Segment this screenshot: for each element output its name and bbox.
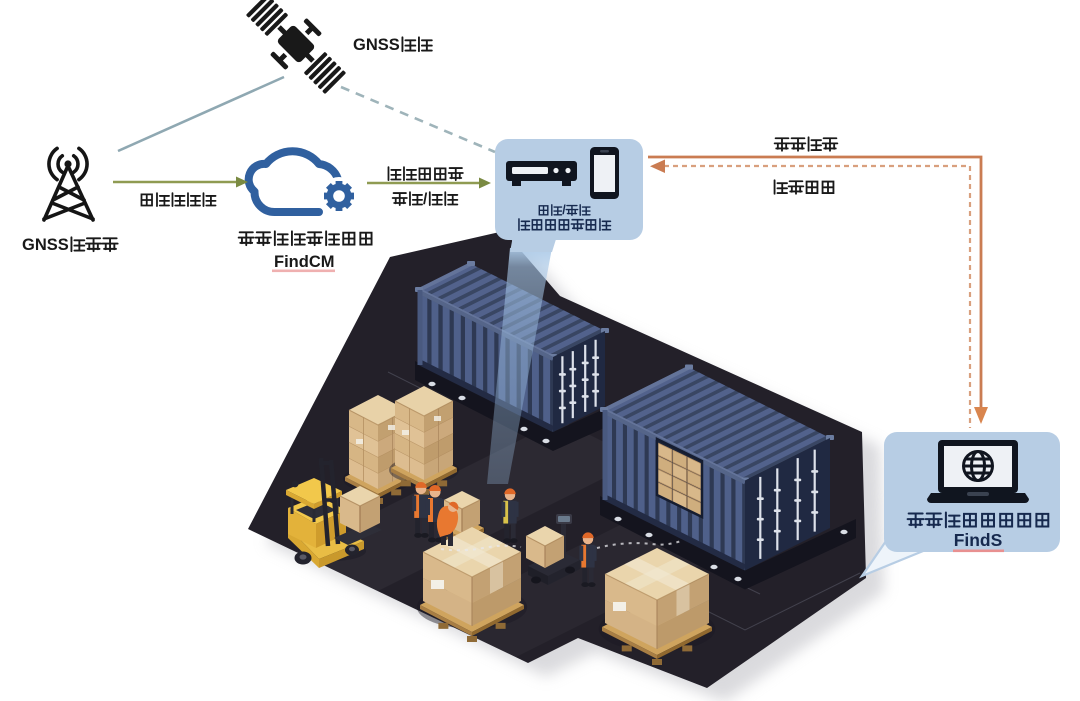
svg-text:FindS: FindS [954, 530, 1003, 550]
svg-text:FindCM: FindCM [274, 253, 334, 271]
svg-text:/: / [423, 191, 428, 208]
svg-text:/: / [562, 203, 566, 217]
svg-text:GNSS: GNSS [22, 236, 69, 254]
svg-text:GNSS: GNSS [353, 36, 400, 54]
